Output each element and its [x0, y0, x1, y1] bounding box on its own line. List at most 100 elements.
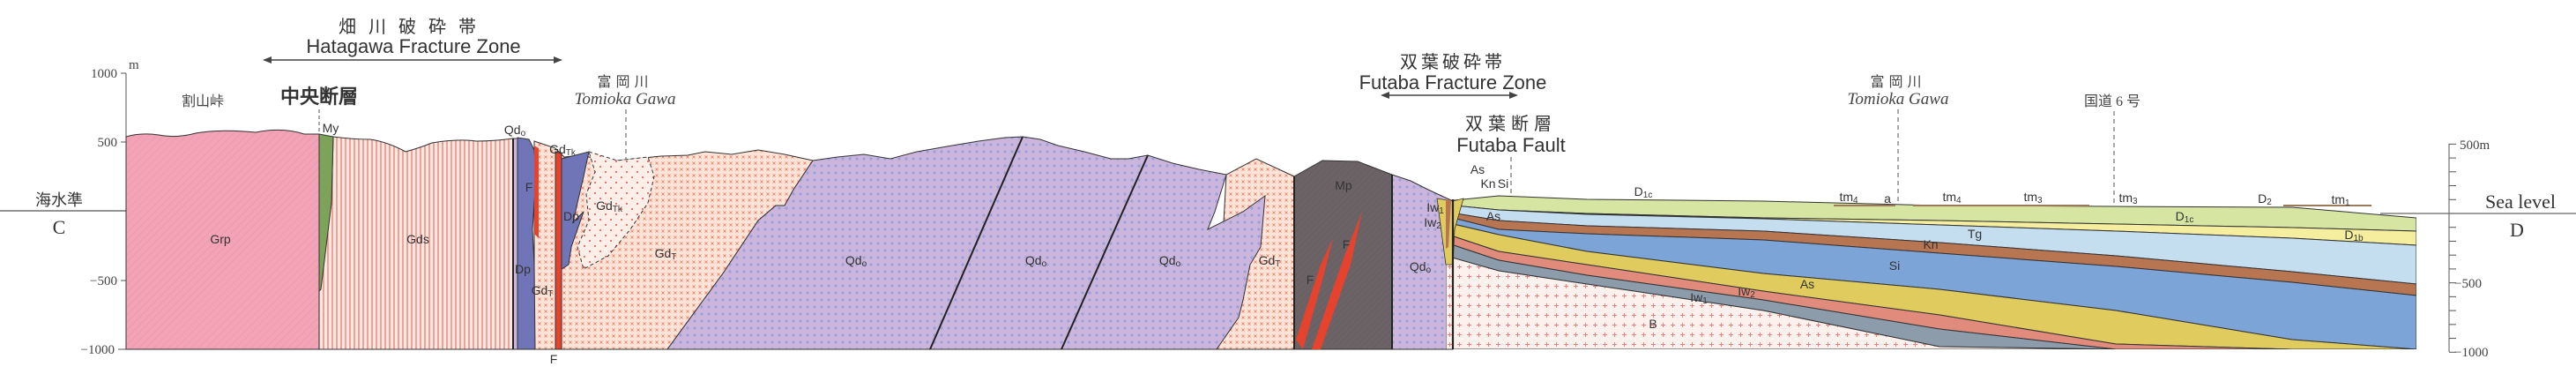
unit-label-as-a: As	[1470, 162, 1485, 176]
unit-label-main: tm	[1942, 190, 1956, 204]
unit-label-gdtk-a: GdTk	[549, 142, 577, 158]
unit-label-gdt-b: GdT	[655, 246, 677, 262]
section-end-c: C	[53, 216, 66, 238]
unit-gds	[318, 136, 514, 350]
unit-label-main: My	[323, 121, 339, 135]
unit-label-si-a: Si	[1498, 176, 1508, 191]
futaba-fault-sliver	[1436, 198, 1464, 349]
right-tick-neg1000: −1000	[2454, 346, 2488, 360]
unit-label-main: D	[1634, 184, 1643, 198]
sea-level-en: Sea level	[2485, 191, 2556, 213]
unit-label-main: Dp	[515, 262, 531, 276]
right-elevation-axis: 500m −500 −1000 Sea level D	[2380, 138, 2576, 360]
right-tick-500: 500m	[2460, 138, 2490, 153]
unit-label-main: Gd	[596, 198, 613, 213]
left-tick-neg1000: −1000	[81, 343, 115, 357]
unit-label-main: Gds	[406, 232, 429, 246]
futaba-zone-title-en: Futaba Fracture Zone	[1359, 71, 1547, 94]
unit-label-main: F	[1307, 273, 1314, 287]
unit-label-gdt-c: GdT	[1259, 253, 1281, 269]
section-end-d: D	[2510, 219, 2524, 241]
unit-label-main: F	[525, 180, 533, 194]
unit-label-qdo-e: Qdo	[1410, 259, 1432, 275]
unit-label-qdo-b: Qdo	[845, 253, 867, 269]
unit-label-main: tm	[1839, 190, 1853, 204]
unit-dp-east	[561, 151, 590, 270]
tomioka-jp-1: 富岡川	[597, 74, 652, 90]
unit-label-dp-b: Dp	[515, 262, 531, 276]
sea-level-jp: 海水準	[35, 191, 83, 209]
unit-label-iw2-b: Iw2	[1738, 284, 1755, 300]
unit-label-sub: T	[547, 289, 553, 299]
fault-line-2	[1061, 154, 1149, 350]
unit-label-sub: o	[1176, 259, 1181, 269]
unit-label-iw2-a: Iw2	[1424, 215, 1441, 231]
geologic-units-west	[125, 129, 1454, 350]
unit-label-sub: 4	[1956, 196, 1962, 206]
unit-label-f-a: F	[525, 180, 533, 194]
left-elevation-axis: m 1000 500 −500 −1000 海水準 C	[0, 58, 139, 357]
unit-label-main: Gd	[549, 142, 566, 156]
unit-label-main: Kn	[1923, 237, 1938, 251]
unit-label-sub: o	[1042, 259, 1047, 269]
unit-label-qdo-d: Qdo	[1159, 253, 1181, 269]
unit-label-main: As	[1486, 209, 1500, 223]
unit-label-tm4-a: tm4	[1839, 190, 1858, 206]
place-tomioka-river-1: 富岡川 Tomioka Gawa	[575, 74, 675, 159]
unit-label-f-b: F	[550, 352, 558, 366]
unit-label-sub: 2	[1750, 290, 1755, 300]
unit-label-main: Qd	[504, 123, 521, 137]
unit-label-qdo-a: Qdo	[504, 123, 526, 138]
unit-label-main: tm	[2118, 191, 2133, 205]
unit-label-main: D	[2176, 209, 2185, 223]
unit-label-sub: 1c	[1643, 191, 1653, 200]
unit-label-main: As	[1800, 277, 1814, 291]
unit-label-sub: 2	[1436, 221, 1441, 231]
unit-label-main: Iw	[1424, 215, 1437, 229]
left-axis-unit: m	[129, 58, 139, 72]
unit-label-main: Gd	[1259, 253, 1276, 267]
unit-label-tm3-b: tm3	[2118, 191, 2138, 206]
unit-label-main: D	[2344, 228, 2353, 242]
unit-label-sub: 4	[1853, 196, 1858, 206]
unit-label-as-c: As	[1800, 277, 1814, 291]
unit-f-in-mp	[1296, 212, 1362, 349]
unit-label-si-b: Si	[1889, 258, 1900, 273]
futaba-fault-en: Futaba Fault	[1456, 134, 1566, 156]
unit-label-tg: Tg	[1968, 227, 1982, 241]
unit-label-grp: Grp	[210, 232, 231, 246]
unit-label-sub: 1	[1702, 296, 1708, 306]
unit-label-main: Si	[1889, 258, 1900, 273]
unit-fault-sliver-kn	[1446, 199, 1451, 249]
tomioka-jp-2: 富岡川	[1870, 74, 1925, 90]
unit-label-tm1: tm1	[2331, 192, 2350, 208]
unit-label-gds: Gds	[406, 232, 429, 246]
unit-label-sub: 1	[1439, 206, 1444, 216]
chuo-fault-jp: 中央断層	[280, 86, 358, 108]
unit-label-b: B	[1649, 317, 1657, 331]
place-tomioka-river-2: 富岡川 Tomioka Gawa	[1848, 74, 1949, 206]
unit-label-main: F	[1343, 237, 1351, 251]
unit-label-gdtk-b: GdTk	[596, 198, 623, 214]
unit-f-vertical	[555, 151, 562, 350]
geologic-units-east	[1446, 195, 2416, 349]
unit-label-sub: 2	[2267, 198, 2272, 207]
unit-label-d1c-a: D1c	[1634, 184, 1653, 200]
unit-label-d1b: D1b	[2344, 228, 2364, 243]
unit-label-main: Iw	[1426, 200, 1440, 214]
unit-label-sub: T	[671, 252, 676, 262]
unit-label-main: Tg	[1968, 227, 1982, 241]
unit-qdo-main	[666, 136, 1266, 350]
left-tick-1000: 1000	[91, 67, 117, 81]
place-wariyama-pass: 割山峠	[182, 94, 224, 109]
unit-label-sub: 3	[2133, 197, 2138, 206]
tomioka-en-2: Tomioka Gawa	[1848, 90, 1949, 108]
unit-label-main: Qd	[1410, 259, 1426, 273]
unit-label-sub: o	[521, 129, 526, 138]
fault-line-1	[929, 136, 1024, 350]
unit-label-as-b: As	[1486, 209, 1500, 223]
unit-label-mp: Mp	[1335, 178, 1352, 192]
unit-label-main: D	[2258, 191, 2267, 206]
